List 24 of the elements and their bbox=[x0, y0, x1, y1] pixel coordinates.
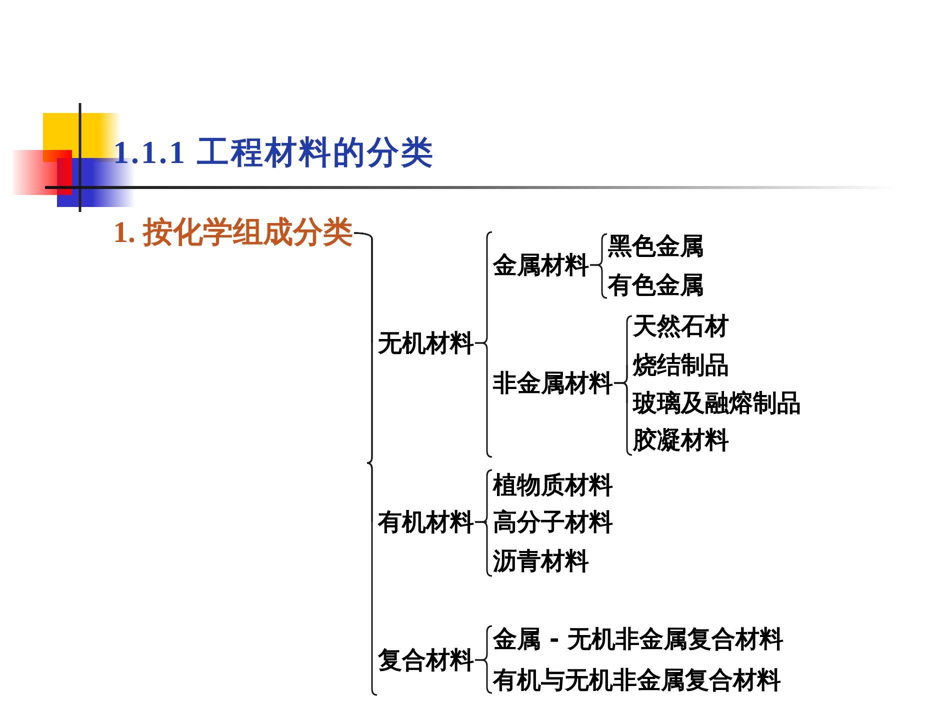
slide-title: 1.1.1 工程材料的分类 bbox=[113, 133, 435, 171]
brace-line bbox=[475, 342, 493, 458]
brace-line bbox=[475, 521, 493, 577]
category-label: 植物质材料 bbox=[493, 471, 613, 499]
category-label: 金属 - 无机非金属复合材料 bbox=[493, 625, 784, 653]
brace-line bbox=[354, 232, 378, 696]
category-label: 非金属材料 bbox=[493, 369, 613, 397]
category-label: 胶凝材料 bbox=[633, 426, 729, 454]
category-label: 沥青材料 bbox=[493, 547, 589, 575]
category-label: 有色金属 bbox=[608, 271, 704, 299]
category-label: 无机材料 bbox=[378, 329, 474, 357]
category-label: 有机材料 bbox=[378, 508, 474, 536]
category-label: 金属材料 bbox=[493, 251, 589, 279]
category-label: 玻璃及融熔制品 bbox=[633, 389, 801, 417]
category-label: 高分子材料 bbox=[493, 508, 613, 536]
category-label: 烧结制品 bbox=[633, 351, 729, 379]
brace-line bbox=[590, 264, 608, 299]
category-label: 有机与无机非金属复合材料 bbox=[493, 666, 781, 694]
category-label: 天然石材 bbox=[633, 312, 729, 340]
brace-line bbox=[475, 659, 493, 694]
brace-line bbox=[614, 382, 633, 456]
category-label: 黑色金属 bbox=[608, 232, 704, 260]
section-heading: 1. 按化学组成分类 bbox=[113, 216, 353, 250]
category-label: 复合材料 bbox=[378, 646, 474, 674]
